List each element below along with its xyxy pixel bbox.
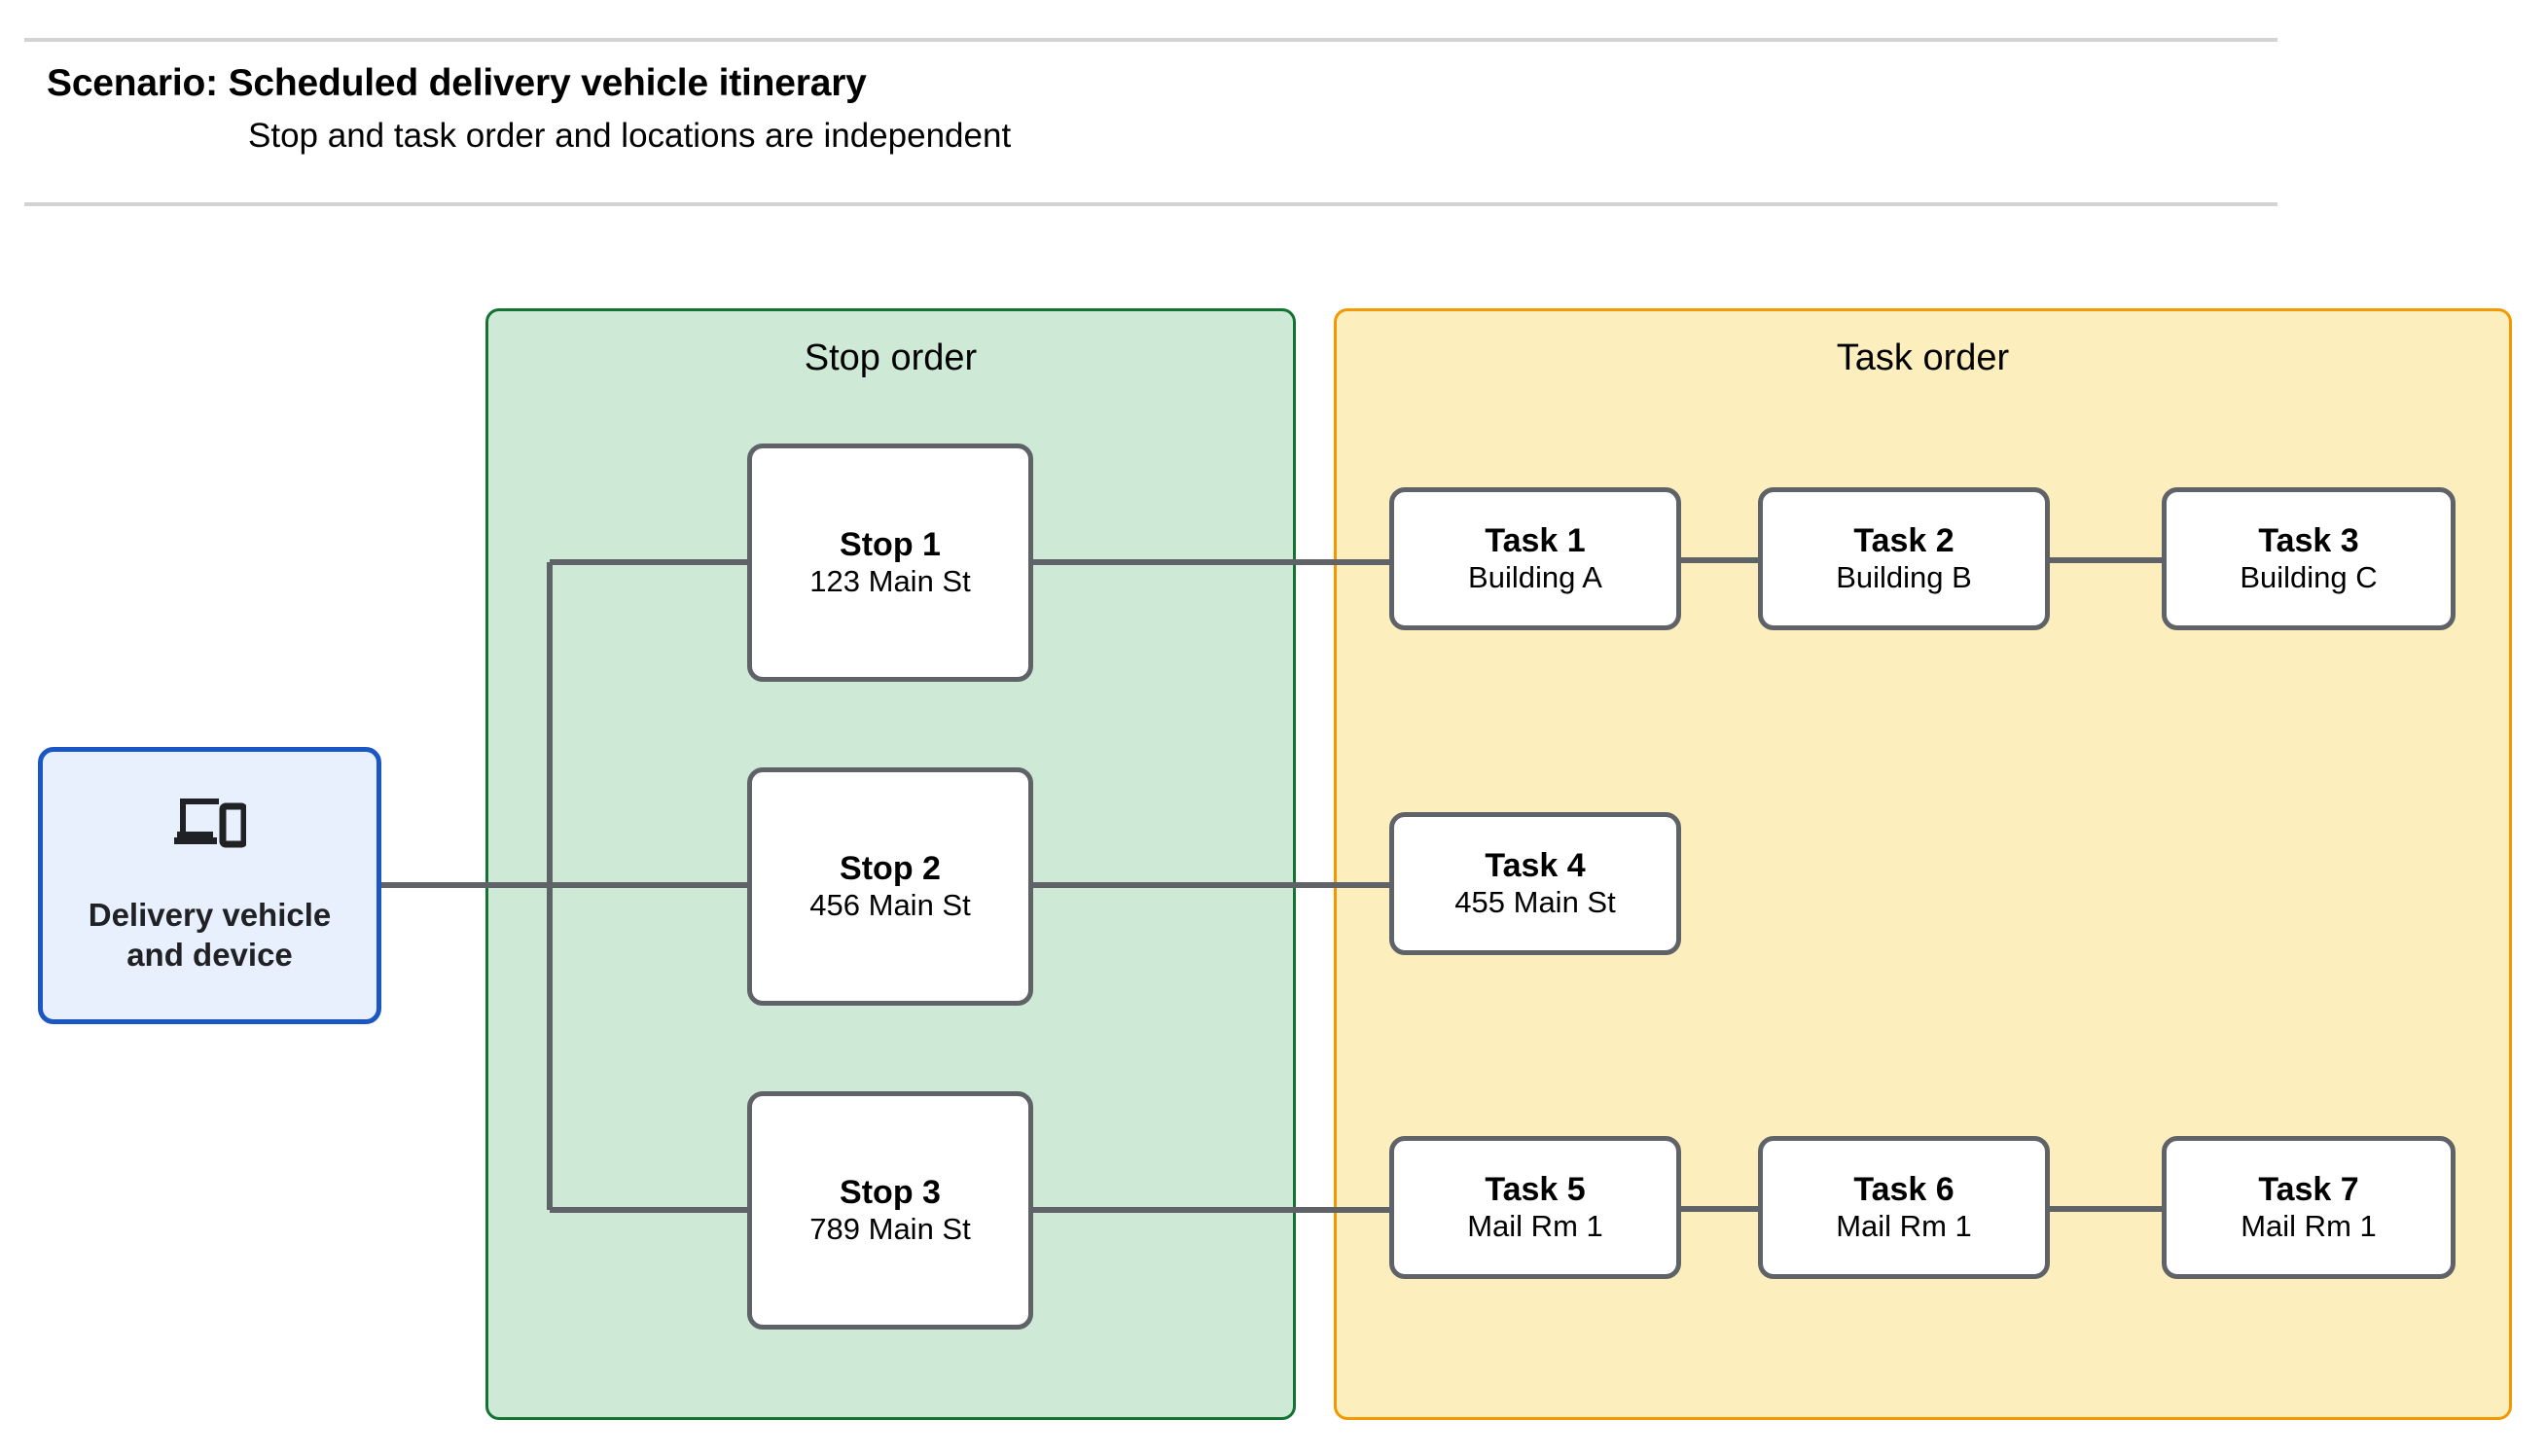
task-node-location: 455 Main St <box>1454 885 1616 920</box>
stop-node-title: Stop 1 <box>840 526 941 564</box>
stop-node-address: 123 Main St <box>809 564 971 599</box>
stop-node[interactable]: Stop 2 456 Main St <box>747 767 1033 1006</box>
stop-node[interactable]: Stop 3 789 Main St <box>747 1091 1033 1330</box>
task-node[interactable]: Task 2 Building B <box>1758 487 2050 630</box>
stop-node-address: 456 Main St <box>809 888 971 923</box>
devices-icon <box>173 796 247 853</box>
header-divider-bottom <box>24 202 2277 206</box>
task-node[interactable]: Task 3 Building C <box>2162 487 2456 630</box>
task-node[interactable]: Task 1 Building A <box>1389 487 1681 630</box>
stop-node-title: Stop 3 <box>840 1174 941 1212</box>
stop-node[interactable]: Stop 1 123 Main St <box>747 444 1033 682</box>
task-node-location: Mail Rm 1 <box>1836 1209 1972 1244</box>
task-node-location: Building A <box>1468 560 1602 595</box>
task-node-location: Mail Rm 1 <box>1467 1209 1603 1244</box>
task-node-title: Task 1 <box>1485 522 1586 560</box>
task-node[interactable]: Task 6 Mail Rm 1 <box>1758 1136 2050 1279</box>
task-node[interactable]: Task 5 Mail Rm 1 <box>1389 1136 1681 1279</box>
stop-node-title: Stop 2 <box>840 850 941 888</box>
task-node-location: Mail Rm 1 <box>2241 1209 2377 1244</box>
page-subtitle: Stop and task order and locations are in… <box>248 117 1012 155</box>
device-label-line-2: and device <box>126 937 293 973</box>
task-node-location: Building B <box>1836 560 1972 595</box>
header-divider-top <box>24 38 2277 42</box>
task-node[interactable]: Task 7 Mail Rm 1 <box>2162 1136 2456 1279</box>
task-node-title: Task 2 <box>1853 522 1954 560</box>
task-node-title: Task 5 <box>1485 1171 1586 1209</box>
task-node-title: Task 7 <box>2258 1171 2359 1209</box>
delivery-vehicle-and-device-node[interactable]: Delivery vehicle and device <box>38 747 381 1024</box>
task-order-panel-title: Task order <box>1836 337 2010 378</box>
task-node-title: Task 3 <box>2258 522 2359 560</box>
task-node[interactable]: Task 4 455 Main St <box>1389 812 1681 955</box>
task-node-title: Task 6 <box>1853 1171 1954 1209</box>
page-title: Scenario: Scheduled delivery vehicle iti… <box>47 62 867 104</box>
stop-node-address: 789 Main St <box>809 1212 971 1247</box>
device-label-line-1: Delivery vehicle <box>88 897 332 934</box>
task-node-title: Task 4 <box>1485 847 1586 885</box>
device-node-label: Delivery vehicle and device <box>89 896 332 976</box>
stop-order-panel-title: Stop order <box>804 337 978 378</box>
task-node-location: Building C <box>2240 560 2378 595</box>
